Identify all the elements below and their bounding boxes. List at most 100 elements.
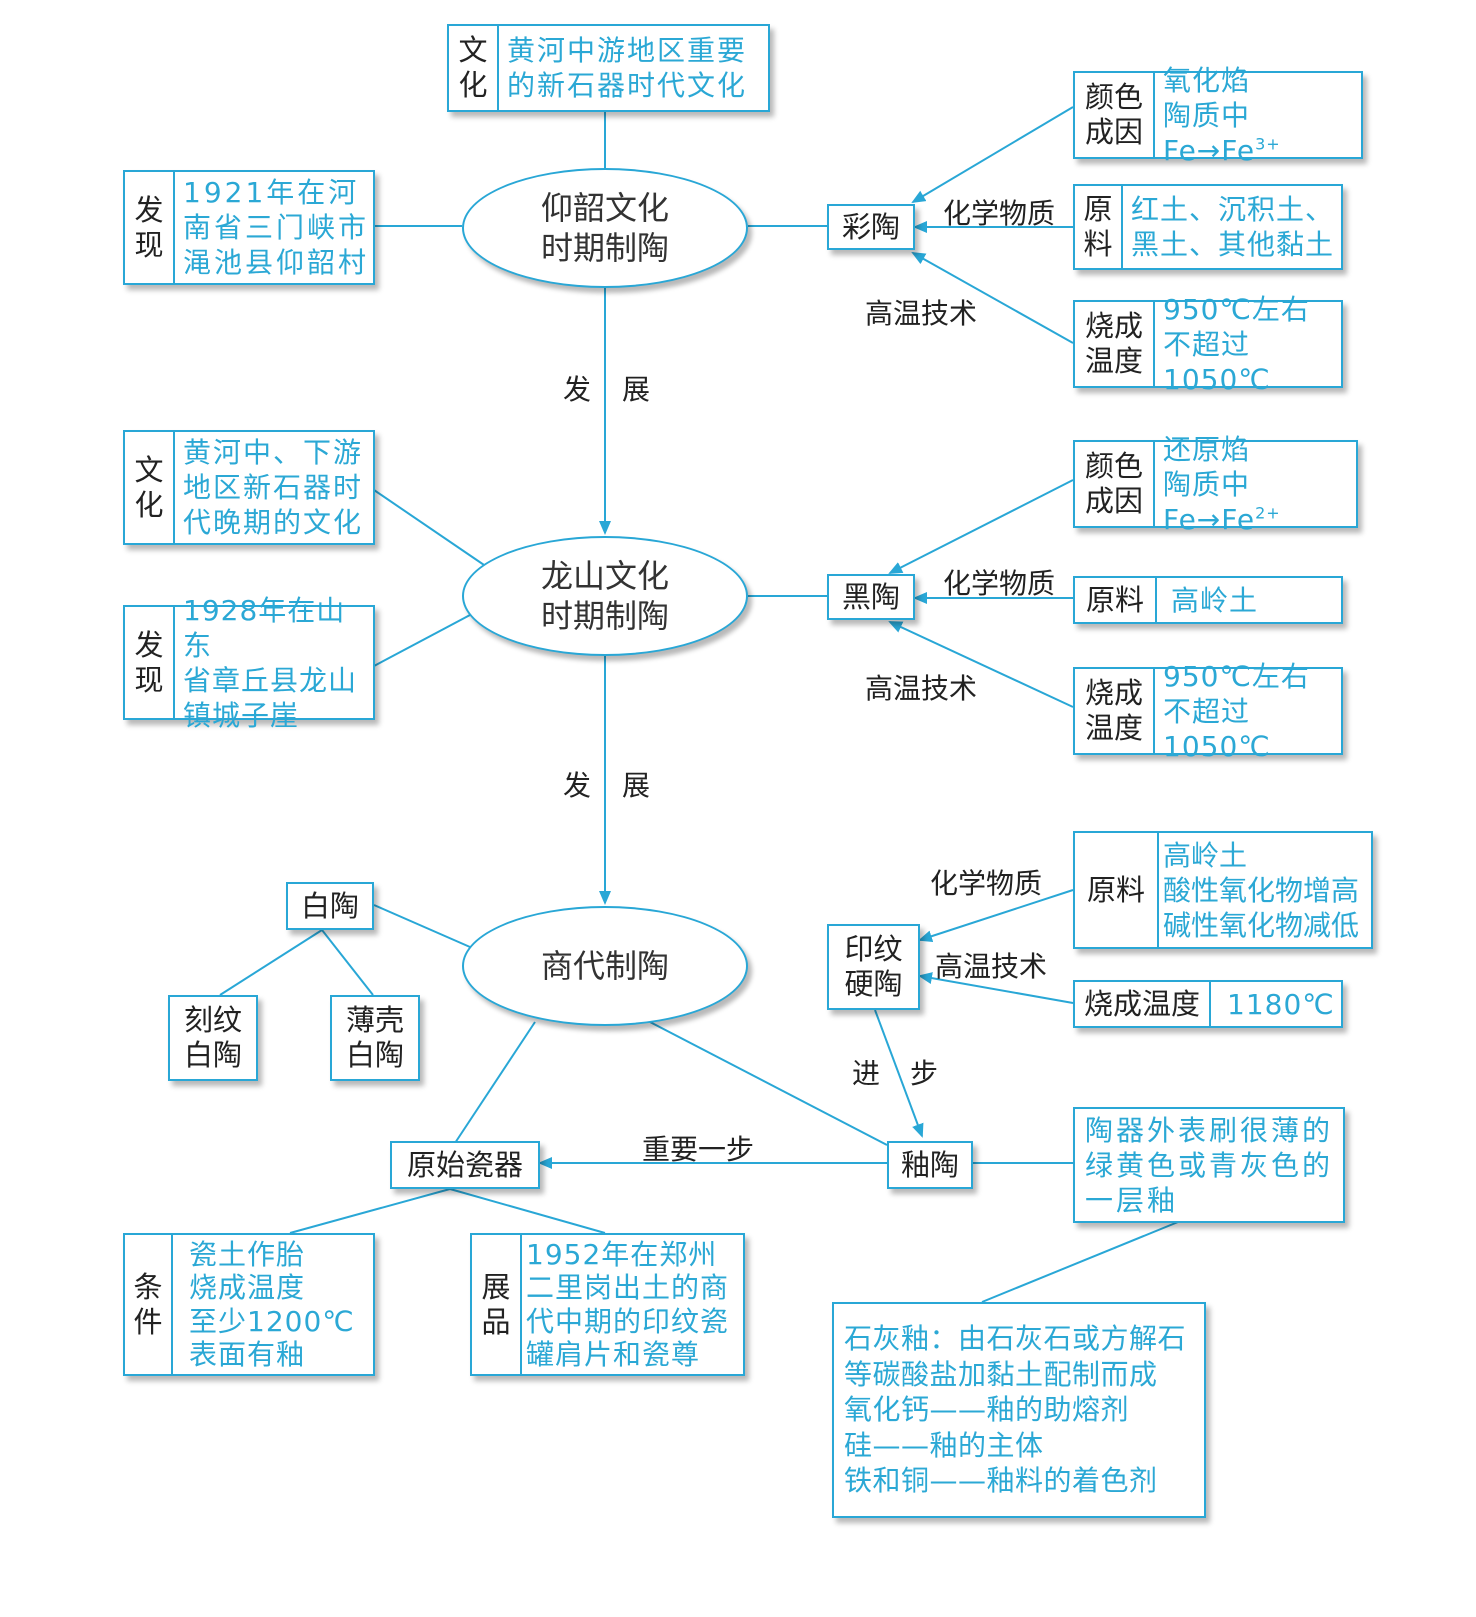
label-line: 白陶: [345, 1038, 404, 1072]
label-line: 成因: [1084, 115, 1143, 149]
value-line: 不超过1050℃: [1163, 327, 1271, 396]
line-proto-condition: [289, 1188, 451, 1234]
yangshao-node: 仰韶文化 时期制陶: [462, 168, 748, 288]
arrow-progress: [874, 1009, 924, 1138]
exhibit-box: 展 品 1952年在郑州 二里岗出土的商 代中期的印纹瓷 罐肩片和瓷尊: [470, 1233, 745, 1376]
value-line: 950℃左右: [1163, 659, 1310, 693]
discovery-value: 1928年在山东 省章丘县龙山 镇城子崖: [175, 594, 373, 732]
label-line: 品: [481, 1304, 511, 1339]
label-line: 料: [1083, 227, 1113, 261]
label-line: 现: [134, 662, 164, 697]
label-line: 烧成: [1084, 309, 1143, 344]
black-pottery-box: 黑陶: [827, 574, 915, 620]
value-line: 酸性氧化物增高: [1163, 873, 1360, 907]
longshan-discovery-box: 发 现 1928年在山东 省章丘县龙山 镇城子崖: [123, 594, 375, 732]
proto-porcelain-box: 原始瓷器: [390, 1141, 540, 1189]
value-line: 还原焰: [1163, 432, 1251, 466]
temp-value: 950℃左右 不超过1050℃: [1155, 293, 1341, 396]
superscript: 2+: [1255, 503, 1281, 523]
edge-label-tech: 高温技术: [865, 672, 978, 705]
label-line: 文: [134, 452, 164, 487]
material-value: 高岭土: [1171, 583, 1259, 617]
temp-label: 烧成 温度: [1075, 669, 1155, 753]
thin-shell-white-box: 薄壳 白陶: [330, 995, 420, 1081]
label-line: 文: [458, 33, 488, 68]
label-line: 发: [134, 627, 164, 662]
value-line: 氧化焰: [1163, 63, 1251, 97]
superscript: 3+: [1255, 134, 1281, 154]
value-line: 黄河中、下游: [183, 436, 364, 469]
product-label: 黑陶: [841, 579, 900, 614]
proto-label: 原始瓷器: [406, 1147, 523, 1182]
temp-label: 烧成温度: [1075, 982, 1211, 1026]
develop-label-b: 展: [622, 769, 651, 802]
material-label: 原 料: [1075, 186, 1123, 268]
longshan-node: 龙山文化 时期制陶: [462, 536, 748, 656]
color-label: 颜色 成因: [1075, 442, 1155, 526]
value-line: 代晚期的文化: [183, 506, 364, 539]
value-line: 的新石器时代文化: [507, 69, 748, 102]
color-label: 颜色 成因: [1075, 73, 1155, 157]
value-line: 1928年在山东: [183, 593, 346, 662]
yangshao-discovery-box: 发 现 1921年在河 南省三门峡市 渑池县仰韶村: [123, 170, 375, 285]
color-value: 还原焰 陶质中Fe→Fe2+: [1155, 433, 1356, 536]
culture-label: 文 化: [449, 26, 499, 110]
value-line: 南省三门峡市: [183, 211, 370, 244]
longshan-temp-box: 烧成 温度 950℃左右 不超过1050℃: [1073, 660, 1343, 763]
label-line: 发: [134, 192, 164, 227]
value-line: 陶器外表刷很薄的: [1085, 1113, 1334, 1147]
line-white-thin: [321, 929, 374, 996]
value-line: 硅——釉的主体: [844, 1428, 1044, 1462]
glazed-pottery-box: 釉陶: [887, 1141, 973, 1189]
progress-label-a: 进: [852, 1057, 881, 1090]
culture-value: 黄河中游地区重要 的新石器时代文化: [499, 26, 747, 110]
line-shang-glazed: [649, 1021, 888, 1146]
longshan-color-box: 颜色 成因 还原焰 陶质中Fe→Fe2+: [1073, 433, 1358, 536]
hard-pottery-box: 印纹 硬陶: [827, 924, 920, 1010]
node-title-line: 时期制陶: [540, 229, 669, 267]
label-line: 条: [133, 1269, 163, 1304]
arrow-yangshao-temp: [911, 252, 1074, 344]
yangshao-material-box: 原 料 红土、沉积土、 黑土、其他黏土: [1073, 184, 1343, 270]
value-line: 1952年在郑州: [526, 1238, 718, 1272]
discovery-label: 发 现: [125, 172, 175, 283]
value-line: 省章丘县龙山: [183, 663, 358, 697]
longshan-material-box: 原料 高岭土: [1073, 576, 1343, 624]
value-line: 表面有釉: [189, 1337, 306, 1371]
culture-value: 黄河中、下游 地区新石器时 代晚期的文化: [175, 432, 363, 543]
value-line: 950℃左右: [1163, 292, 1310, 326]
label-line: 展: [481, 1269, 511, 1304]
arrow-longshan-temp: [888, 621, 1074, 708]
discovery-label: 发 现: [125, 607, 175, 718]
develop-label-a: 发: [563, 769, 592, 802]
node-title-line: 仰韶文化: [540, 189, 669, 227]
label-line: 烧成: [1084, 676, 1143, 711]
color-value: 氧化焰 陶质中Fe→Fe3+: [1155, 64, 1361, 167]
node-title-line: 龙山文化: [540, 557, 669, 595]
condition-label: 条 件: [125, 1235, 173, 1374]
line-longshan-culture: [373, 489, 488, 568]
material-label: 原料: [1075, 833, 1159, 947]
carved-white-box: 刻纹 白陶: [168, 995, 258, 1081]
value-line: 镇城子崖: [183, 698, 300, 732]
value-text: 陶质中Fe→Fe: [1163, 98, 1256, 167]
value-line: 石灰釉：由石灰石或方解石: [844, 1322, 1187, 1356]
material-value: 高岭土 酸性氧化物增高 碱性氧化物减低: [1159, 833, 1359, 947]
label-line: 化: [134, 487, 164, 522]
label-line: 颜色: [1084, 80, 1143, 115]
value-line: 碱性氧化物减低: [1163, 908, 1360, 942]
arrow-longshan-color: [888, 479, 1074, 574]
progress-label-b: 步: [910, 1057, 939, 1090]
arrow-hard-temp: [918, 972, 1074, 1004]
white-pottery-box: 白陶: [286, 882, 374, 930]
value-line: 铁和铜——釉料的着色剂: [844, 1464, 1158, 1498]
value-line: 氧化钙——釉的助熔剂: [844, 1393, 1130, 1427]
line-proto-exhibit: [449, 1188, 606, 1234]
temp-value: 1180℃: [1227, 987, 1335, 1021]
label-line: 颜色: [1084, 449, 1143, 484]
label-line: 成因: [1084, 484, 1143, 518]
label-line: 白陶: [183, 1038, 242, 1072]
line-longshan-discovery: [373, 614, 471, 667]
exhibit-label: 展 品: [472, 1235, 522, 1374]
